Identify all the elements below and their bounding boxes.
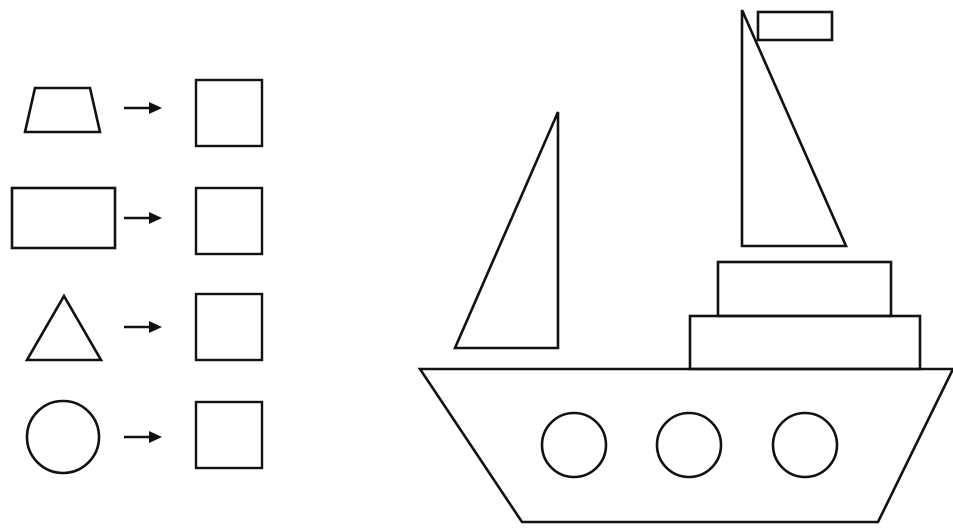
- legend-row-trapezoid: [25, 80, 262, 146]
- shape-legend: [12, 80, 262, 473]
- trapezoid-count-box[interactable]: [196, 80, 262, 146]
- trapezoid-shape: [25, 88, 100, 132]
- ship-left-sail: [455, 112, 558, 348]
- ship-porthole-2: [657, 413, 721, 477]
- ship-porthole-1: [542, 413, 606, 477]
- legend-row-triangle: [27, 294, 262, 360]
- circle-shape: [27, 401, 99, 473]
- circle-count-box[interactable]: [196, 402, 262, 468]
- triangle-count-box[interactable]: [196, 294, 262, 360]
- ship-flag: [758, 12, 832, 40]
- triangle-shape: [27, 296, 101, 360]
- ship-upper-cabin: [718, 262, 891, 316]
- rectangle-shape: [12, 188, 115, 248]
- rectangle-count-box[interactable]: [196, 188, 262, 254]
- ship-main-sail: [742, 10, 846, 246]
- arrow-icon: [124, 102, 162, 114]
- ship-figure: [420, 10, 953, 522]
- legend-row-rectangle: [12, 188, 262, 254]
- arrow-icon: [124, 431, 162, 443]
- arrow-icon: [124, 321, 162, 333]
- arrow-icon: [124, 212, 162, 224]
- legend-row-circle: [27, 401, 262, 473]
- ship-porthole-3: [773, 413, 837, 477]
- ship-lower-cabin: [690, 316, 920, 369]
- ship-hull: [420, 369, 953, 522]
